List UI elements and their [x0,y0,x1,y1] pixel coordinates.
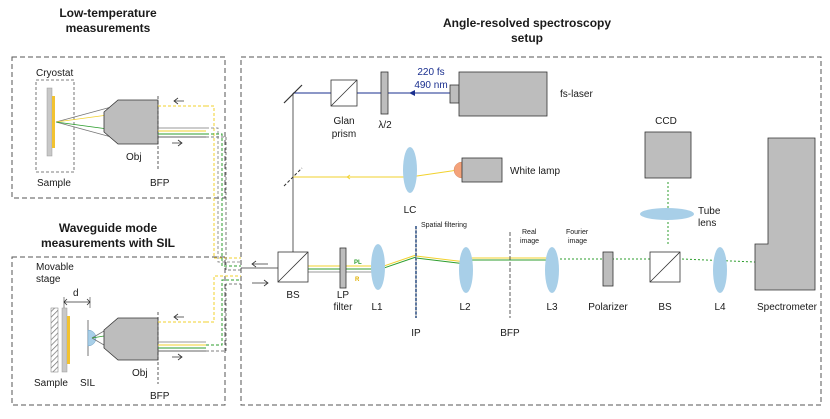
beam-splitter-left [277,251,309,283]
bfp-top-label: BFP [150,178,170,189]
fourier-image-label-1: Fourier [566,229,589,236]
lens-lc [403,147,417,193]
lens-l1 [371,244,385,290]
spatial-filtering-label: Spatial filtering [421,222,467,229]
low-temp-title-line1: Low-temperature [59,6,157,20]
low-temp-box [11,56,226,199]
pulse-duration-label: 220 fs [417,67,444,78]
l2-label: L2 [459,302,471,313]
bs-left-label: BS [286,290,300,301]
half-wave-label: λ/2 [378,120,392,131]
l3-label: L3 [546,302,558,313]
glan-prism [330,79,358,107]
cryostat-label: Cryostat [36,68,73,79]
angle-resolved-title-line1: Angle-resolved spectroscopy [443,16,611,30]
glan-prism-label-1: Glan [333,116,354,127]
spectrometer [754,137,816,291]
sample-substrate-bottom [61,307,68,373]
lc-label: LC [404,205,417,216]
objective-bottom [103,317,159,361]
waveguide-title-line2: measurements with SIL [41,236,175,250]
waveguide-box [11,256,226,406]
obj-bottom-label: Obj [132,368,148,379]
mirror-dashed [283,167,303,187]
spectrometer-label: Spectrometer [757,302,818,313]
bfp-bottom-label: BFP [150,391,170,402]
ip-label: IP [411,328,421,339]
tube-lens-label-1: Tube [698,206,721,217]
tube-lens [640,208,694,220]
white-lamp-label: White lamp [510,166,560,177]
bs-right-label: BS [658,302,672,313]
r-label: R [355,277,360,283]
movable-stage-label-2: stage [36,274,61,285]
half-wave-plate [380,71,389,115]
lens-l3 [545,247,559,293]
l1-label: L1 [371,302,383,313]
lens-l4 [713,247,727,293]
real-image-label-2: image [520,238,539,245]
beam-splitter-right [649,251,681,283]
wavelength-label: 490 nm [414,80,447,91]
sample-top-label: Sample [37,178,71,189]
sil-label: SIL [80,378,95,389]
white-lamp [453,157,503,183]
lens-l2 [459,247,473,293]
objective-top [103,99,159,145]
lp-filter [339,247,347,289]
real-image-label-1: Real [522,229,537,236]
polarizer-label: Polarizer [588,302,628,313]
polarizer [602,251,614,287]
lp-filter-label-2: filter [334,302,354,313]
angle-resolved-title-line2: setup [511,31,543,45]
sample-substrate-top [46,87,53,157]
pl-label: PL [354,260,362,266]
lp-filter-label-1: LP [337,290,350,301]
bfp-mid-label: BFP [500,328,520,339]
obj-top-label: Obj [126,152,142,163]
movable-stage-label-1: Movable [36,262,74,273]
l4-label: L4 [714,302,726,313]
tube-lens-label-2: lens [698,218,716,229]
fs-laser [449,71,548,117]
ccd [644,131,692,179]
sample-bottom-label: Sample [34,378,68,389]
sample-bottom [67,316,70,364]
angle-resolved-box [240,56,822,406]
glan-prism-label-2: prism [332,129,356,140]
sil [87,329,97,347]
movable-stage [50,307,59,373]
fourier-image-label-2: image [568,238,587,245]
ccd-label: CCD [655,116,677,127]
fs-laser-label: fs-laser [560,89,593,100]
waveguide-title-line1: Waveguide mode [59,221,158,235]
sample-top [52,96,55,148]
low-temp-title-line2: measurements [66,21,151,35]
d-label: d [73,288,79,299]
